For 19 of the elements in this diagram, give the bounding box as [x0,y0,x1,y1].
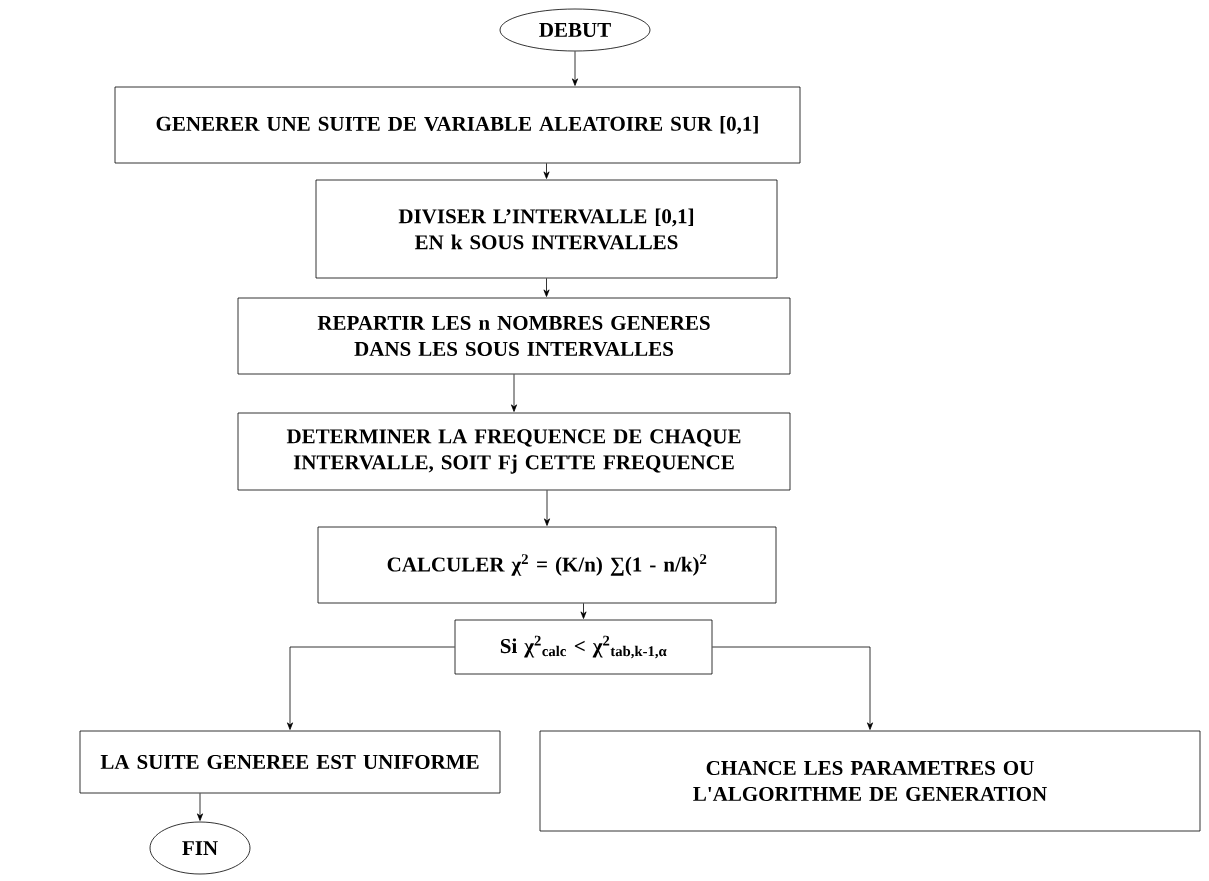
arrow [572,51,578,86]
arrow [544,490,550,526]
process-box: DETERMINER LA FREQUENCE DE CHAQUE INTERVALLE, SOIT Fj CETTE FREQUENCE [237,412,791,491]
arrow [287,646,455,730]
arrow [511,374,517,412]
terminal-oval: DEBUT [499,8,651,52]
process-box: LA SUITE GENEREE EST UNIFORME [79,730,501,794]
terminal-oval: FIN [149,821,251,875]
process-box: CHANCE LES PARAMETRES OU L'ALGORITHME DE GENERATION [539,730,1201,832]
arrow [580,603,587,619]
arrow [197,793,203,821]
process-box: GENERER UNE SUITE DE VARIABLE ALEATOIRE SUR [0,1] [114,86,801,164]
process-box: REPARTIR LES n NOMBRES GENERES DANS LES SOUS INTERVALLES [237,297,791,375]
process-box: DIVISER L’INTERVALLE [0,1] EN k SOUS INTERVALLES [315,179,778,279]
arrow [543,278,550,297]
arrow [712,646,873,730]
process-box: CALCULER χ$^{2}$ = (K/n) ∑(1 - n/k)$^{2}$ [317,526,777,604]
arrow [543,163,550,179]
decision-box: Si χ$^{2}$$_{calc}$ < χ$^{2}$tab,k-1,α [454,619,713,675]
